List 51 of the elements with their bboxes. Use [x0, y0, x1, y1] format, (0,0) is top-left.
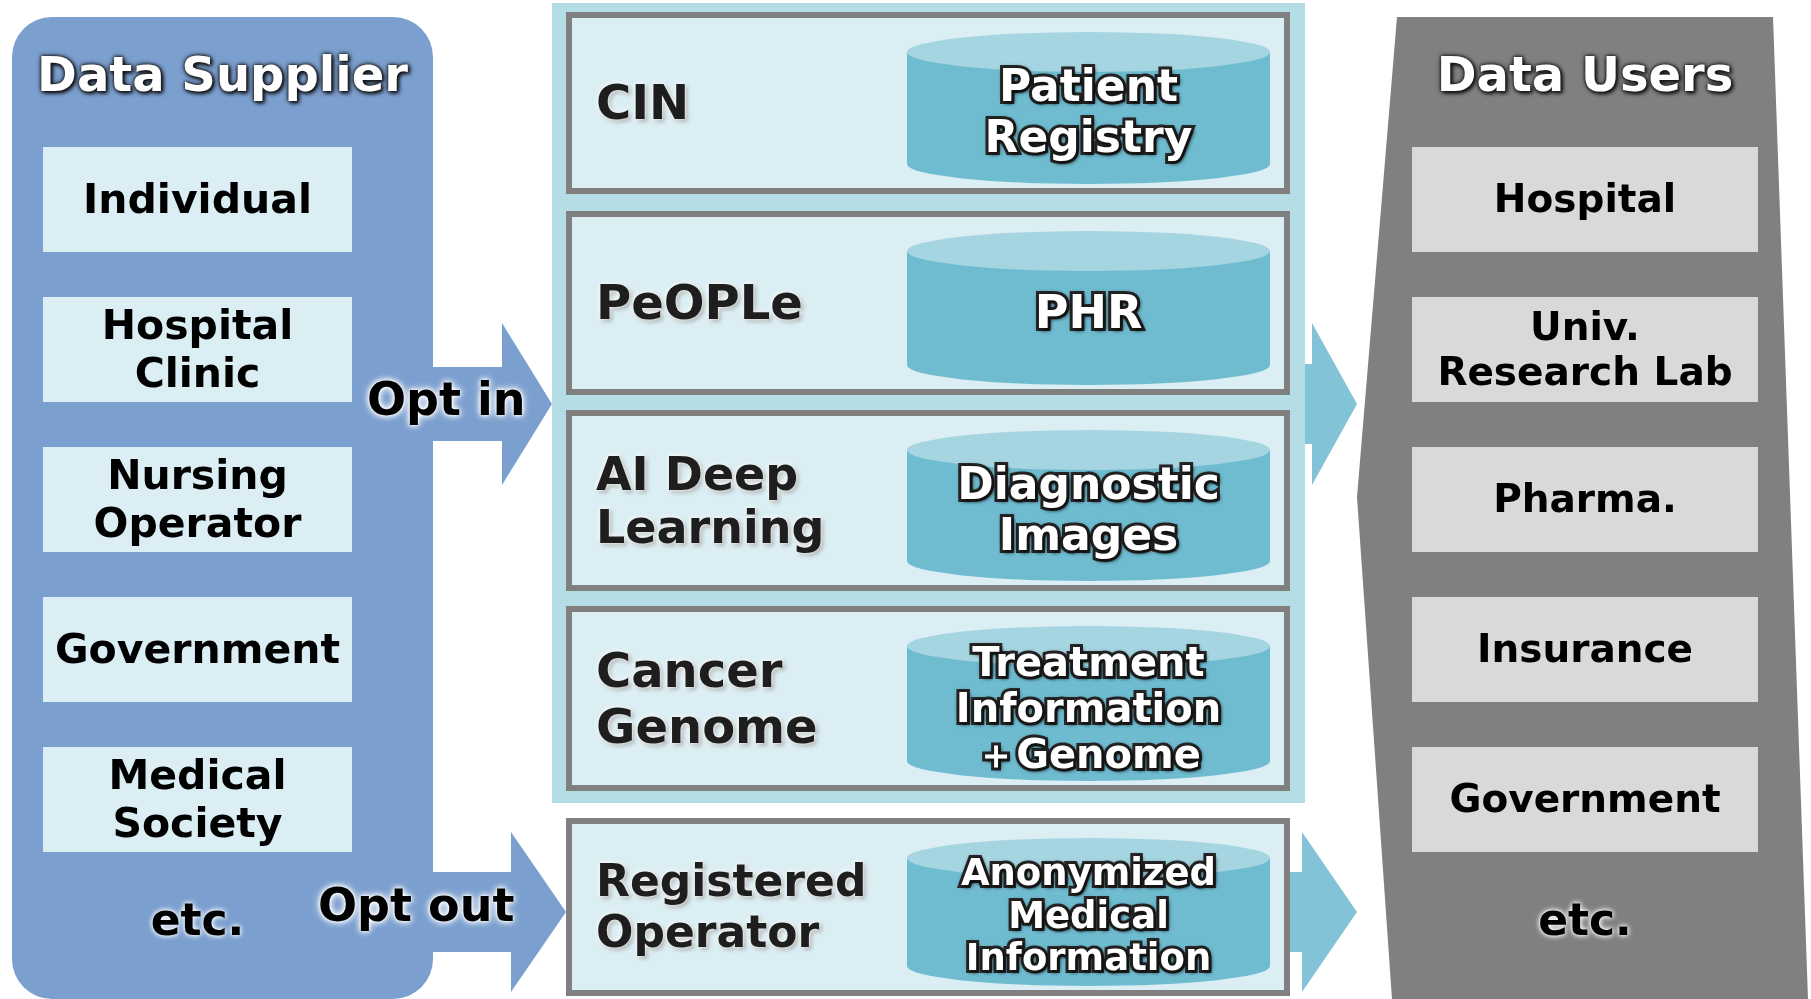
entity-label: Government: [53, 623, 342, 675]
service-label: AI Deep Learning: [596, 445, 826, 556]
entity-label: Univ. Research Lab: [1436, 302, 1734, 396]
entity-box: [43, 447, 352, 552]
database-cylinder: [907, 231, 1270, 385]
service-box: [566, 818, 1290, 996]
block-arrow: [1305, 323, 1357, 485]
edge-label: Opt in: [367, 372, 526, 426]
entity-label: Insurance: [1475, 625, 1695, 674]
entity-box: [1412, 147, 1758, 252]
database-cylinder: [907, 32, 1270, 184]
block-arrow: [1290, 832, 1357, 992]
entity-label: Individual: [82, 173, 313, 225]
entity-label: Hospital: [1492, 175, 1678, 224]
block-arrow: [433, 832, 566, 992]
etc-label: etc.: [1537, 892, 1633, 947]
entity-box: [1412, 747, 1758, 852]
database-cylinder: [907, 430, 1270, 581]
service-label: CIN: [596, 73, 691, 133]
database-label: Treatment Information ＋Genome: [954, 637, 1223, 779]
database-cylinder: [907, 838, 1270, 986]
database-label: Anonymized Medical Information: [959, 850, 1218, 982]
users-panel: [1357, 17, 1808, 999]
entity-label: Medical Society: [107, 750, 288, 849]
panel-title: Data Supplier: [36, 45, 409, 105]
entity-box: [1412, 297, 1758, 402]
service-box: [566, 606, 1290, 791]
database-label: PHR: [1033, 283, 1144, 341]
service-box: [566, 12, 1290, 194]
database-cylinder: [907, 626, 1270, 781]
entity-box: [43, 147, 352, 252]
platform-group: [552, 3, 1305, 803]
edge-label: Opt out: [318, 878, 515, 932]
database-label: Patient Registry: [983, 59, 1194, 164]
entity-label: Pharma.: [1492, 475, 1678, 524]
service-box: [566, 410, 1290, 591]
database-label: Diagnostic Images: [956, 456, 1221, 562]
entity-label: Government: [1448, 775, 1722, 824]
entity-box: [1412, 447, 1758, 552]
service-label: Cancer Genome: [596, 641, 819, 756]
entity-box: [43, 747, 352, 852]
entity-label: Hospital Clinic: [100, 300, 295, 399]
entity-box: [1412, 597, 1758, 702]
service-label: Registered Operator: [596, 854, 868, 959]
panel-title: Data Users: [1435, 45, 1735, 105]
entity-box: [43, 597, 352, 702]
entity-box: [43, 297, 352, 402]
entity-label: Nursing Operator: [92, 450, 303, 549]
service-box: [566, 211, 1290, 395]
service-label: PeOPLe: [596, 273, 804, 333]
block-arrow: [433, 323, 552, 485]
